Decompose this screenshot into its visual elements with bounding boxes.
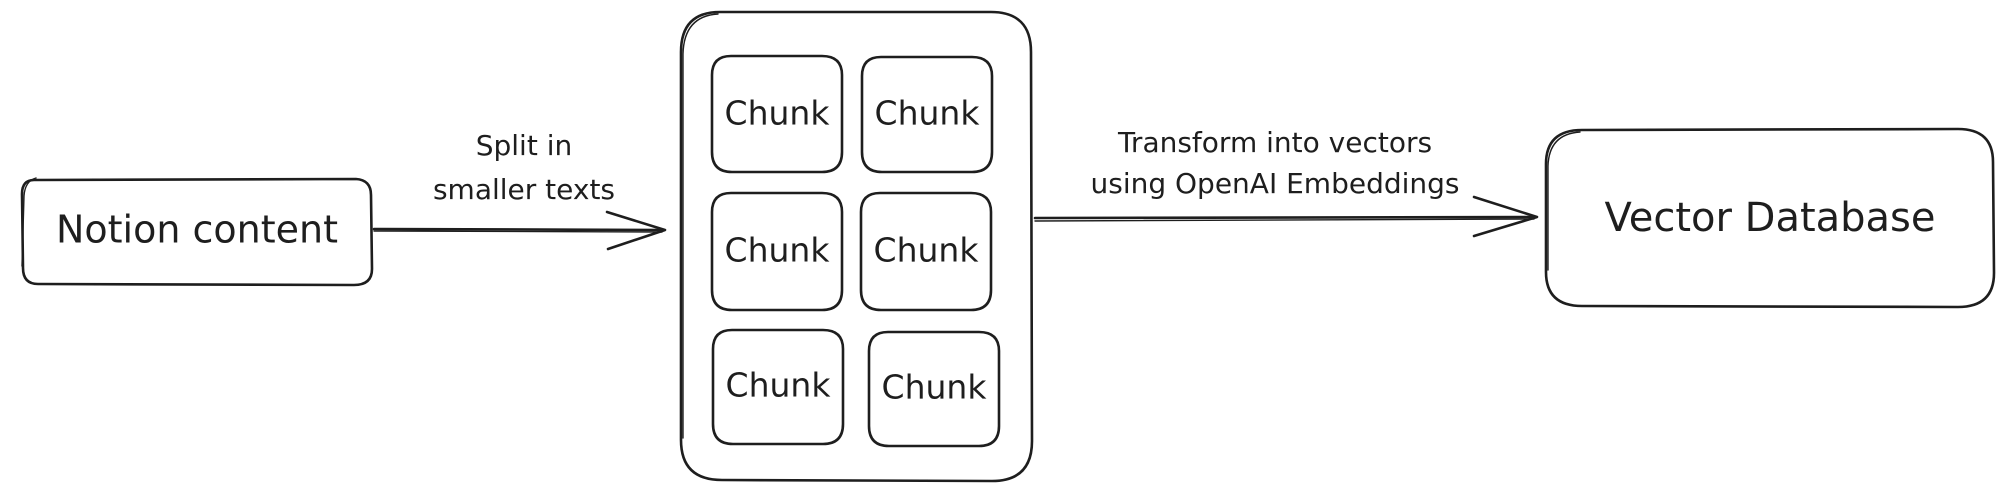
chunk-label: Chunk <box>725 231 831 270</box>
chunk-label: Chunk <box>726 366 832 405</box>
chunk-6: Chunk <box>867 330 1001 448</box>
vector-database-label: Vector Database <box>1604 195 1935 241</box>
chunk-container <box>679 10 1034 483</box>
chunk-2: Chunk <box>860 55 994 174</box>
notion-content-label: Notion content <box>56 208 338 252</box>
node-notion-content: Notion content <box>20 177 374 287</box>
chunk-3: Chunk <box>710 191 844 312</box>
edge-split-arrow <box>372 210 667 251</box>
chunk-1: Chunk <box>710 54 844 174</box>
transform-label-line2: using OpenAI Embeddings <box>1090 167 1459 200</box>
chunk-label: Chunk <box>725 94 831 133</box>
chunk-label: Chunk <box>875 94 981 133</box>
chunk-5: Chunk <box>711 328 845 446</box>
chunk-label: Chunk <box>882 368 988 407</box>
chunk-4: Chunk <box>859 191 993 312</box>
split-label-line2: smaller texts <box>433 173 615 206</box>
node-vector-database: Vector Database <box>1544 127 1996 309</box>
edge-transform-arrow <box>1033 195 1539 238</box>
transform-label-line1: Transform into vectors <box>1117 126 1432 159</box>
chunk-label: Chunk <box>874 231 980 270</box>
split-label-line1: Split in <box>476 129 573 162</box>
